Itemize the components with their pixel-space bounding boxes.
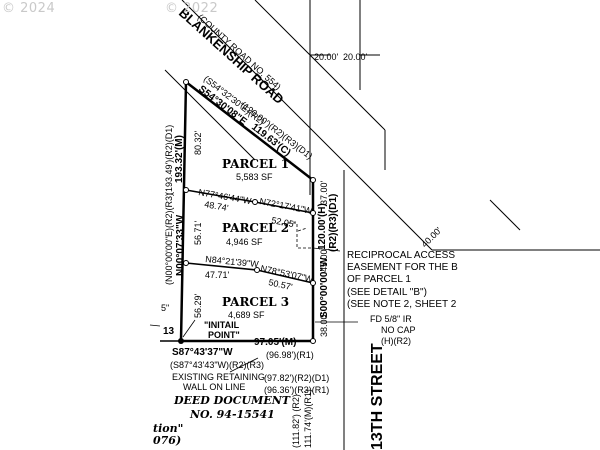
deed-line2: NO. 94-15541	[189, 408, 275, 421]
watermark-right: © 2022	[165, 1, 219, 16]
monument-line3: (H)(R2)	[381, 336, 411, 346]
wall-line1: EXISTING RETAINING	[172, 372, 265, 382]
deed-line1: DEED DOCUMENT	[173, 394, 291, 407]
east-record: (R2)(R3)(D1)	[328, 194, 339, 252]
road-line	[181, 0, 433, 251]
easement-line3: OF PARCEL 1	[347, 274, 411, 285]
south-record-3: (96.36')(R3)(R1)	[264, 385, 329, 395]
west-cut-text: 5"	[161, 303, 169, 313]
monument-point	[252, 199, 258, 205]
parcel-1-name: PARCEL 1	[222, 157, 289, 171]
parcel-3-area: 4,689 SF	[228, 310, 265, 320]
south-record-2: (97.82')(R2)(D1)	[264, 373, 329, 383]
easement-line5: (SEE NOTE 2, SHEET 2	[347, 299, 457, 310]
road-line	[254, 0, 386, 131]
monument-point	[183, 187, 189, 193]
east-height: 120.00'(H)	[317, 203, 328, 250]
parcel-1-area: 5,583 SF	[236, 172, 273, 182]
cut-text-2: 076)	[153, 434, 181, 447]
west-total-measured: 193.32'(M)	[174, 135, 185, 183]
dim-line	[489, 199, 521, 231]
monument-point	[310, 210, 316, 216]
road-width-right: 20.00'	[343, 52, 368, 62]
west-seg1: 80.32'	[193, 130, 203, 155]
west-seg3: 56.29'	[193, 293, 203, 318]
west-seg2: 56.71'	[193, 220, 203, 245]
south-bearing: S87°43'37"W	[172, 347, 233, 358]
leader-line	[229, 357, 259, 373]
easement-outline	[288, 222, 313, 249]
watermark-left: © 2024	[2, 1, 56, 16]
west-bearing-record: (N00°00'00"E)(R2)(R3)	[164, 193, 174, 285]
south-bearing-record: (S87°43'43"W)(R2)(R3)	[170, 360, 264, 370]
monument-line1: FD 5/8" IR	[370, 314, 412, 324]
leader-line	[149, 324, 161, 327]
west-bearing: N00°07'33"W	[175, 214, 186, 276]
monument-point	[254, 267, 260, 273]
west-number: 13	[163, 326, 175, 337]
easement-line4: (SEE DETAIL "B")	[347, 287, 427, 298]
monument-point	[183, 79, 189, 85]
street-width: 40.00'	[419, 225, 443, 249]
parcel-3-name: PARCEL 3	[222, 295, 289, 309]
bottom-dim-measured: 111.74'(M)(R1)	[303, 389, 313, 448]
initial-point-line2: POINT"	[208, 330, 240, 340]
easement-line1: RECIPROCAL ACCESS	[347, 250, 455, 261]
parcel-2-area: 4,946 SF	[226, 237, 263, 247]
south-record-1: (96.98')(R1)	[266, 350, 314, 360]
line-a2-bearing: N72°17'41"W	[259, 196, 314, 216]
line-a1-distance: 48.74'	[204, 199, 230, 213]
initial-point-line1: "INITAIL	[204, 320, 240, 330]
monument-point	[310, 280, 316, 286]
bottom-dim-record: (111.82') (R2)	[291, 394, 301, 448]
west-total-record: (193.49')(R2)(D1)	[164, 125, 174, 195]
east-bearing: S00°00'00"W	[319, 257, 330, 318]
easement-line2: EASEMENT FOR THE B	[347, 262, 458, 273]
south-distance: 97.05'(M)	[254, 337, 296, 348]
leader-line	[312, 247, 341, 252]
leader-line	[182, 319, 196, 338]
monument-line2: NO CAP	[381, 325, 416, 335]
line-a2-distance: 52.05'	[271, 215, 297, 229]
found-monument	[178, 338, 184, 344]
parcel-2-name: PARCEL 2	[222, 221, 289, 235]
east-seg2: 45.00'	[319, 247, 329, 272]
cut-text-1: tion"	[153, 422, 183, 435]
leader-line	[297, 227, 308, 232]
monument-point	[310, 338, 316, 344]
east-seg3: 38.00'	[319, 312, 329, 337]
road-width-left: 20.00'	[314, 52, 339, 62]
monument-point	[183, 260, 189, 266]
monument-point	[310, 177, 316, 183]
line-b1-distance: 47.71'	[205, 270, 230, 280]
east-seg1: 37.00'	[319, 180, 329, 205]
street-name: 13TH STREET	[369, 343, 386, 450]
road-line	[164, 69, 256, 161]
wall-line2: WALL ON LINE	[183, 382, 245, 392]
